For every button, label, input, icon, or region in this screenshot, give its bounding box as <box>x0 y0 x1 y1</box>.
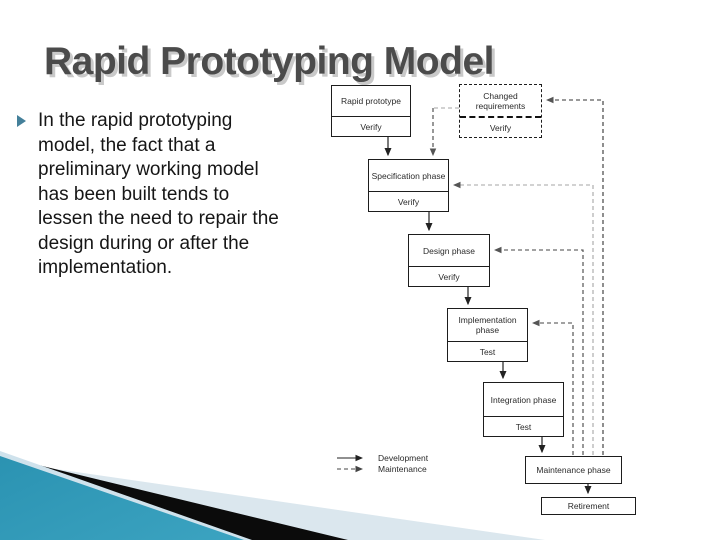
box-specification-phase-label: Specification phase <box>371 170 446 181</box>
box-integration-phase: Integration phase Test <box>483 382 564 437</box>
diagram-legend: Development Maintenance <box>336 452 428 474</box>
box-rapid-prototype-verify: Verify <box>332 116 410 136</box>
page-title: Rapid Prototyping Model <box>44 40 494 83</box>
box-maintenance-phase: Maintenance phase <box>525 456 622 484</box>
feedback-to-specification <box>452 181 594 455</box>
box-rapid-prototype-label: Rapid prototype <box>340 96 401 106</box>
feedback-to-changed-requirements <box>545 96 604 455</box>
box-specification-phase-verify: Verify <box>369 191 448 211</box>
box-design-phase-verify: Verify <box>409 266 489 286</box>
bullet-text-line: model, the fact that a <box>38 134 216 156</box>
box-changed-requirements-verify: Verify <box>460 116 541 137</box>
feedback-to-design <box>493 246 584 455</box>
box-design-phase-label: Design phase <box>423 245 475 256</box>
box-maintenance-phase-label: Maintenance phase <box>536 465 611 475</box>
box-design-phase: Design phase Verify <box>408 234 490 287</box>
bullet-text-line: design during or after the <box>38 232 250 254</box>
bullet-text-line: In the rapid prototyping <box>38 110 233 131</box>
legend-maintenance-label: Maintenance <box>378 463 427 474</box>
box-implementation-phase-label: Implementation phase <box>458 315 517 335</box>
box-implementation-phase-test: Test <box>448 341 527 361</box>
bullet-text: In the rapid prototyping model, the fact… <box>38 109 328 281</box>
bullet-text-line: has been built tends to <box>38 183 230 205</box>
box-rapid-prototype: Rapid prototype Verify <box>331 85 411 137</box>
legend-dashed-arrow-icon <box>337 465 364 472</box>
legend-development-row: Development <box>336 452 428 463</box>
box-retirement: Retirement <box>541 497 636 515</box>
legend-solid-arrow-icon <box>337 454 364 461</box>
legend-maintenance-row: Maintenance <box>336 463 428 474</box>
box-changed-requirements-label: Changed requirements <box>475 90 526 111</box>
bullet-text-line: preliminary working model <box>38 159 259 180</box>
bullet-text-line: lessen the need to repair the <box>38 208 279 229</box>
feedback-to-implementation <box>531 319 574 455</box>
box-implementation-phase: Implementation phase Test <box>447 308 528 362</box>
bullet-text-line: implementation. <box>38 257 173 278</box>
bullet-icon <box>17 115 26 127</box>
box-changed-requirements: Changed requirements Verify <box>459 84 542 138</box>
box-retirement-label: Retirement <box>567 501 610 511</box>
box-integration-phase-test: Test <box>484 416 563 436</box>
box-integration-phase-label: Integration phase <box>490 394 557 405</box>
box-specification-phase: Specification phase Verify <box>368 159 449 212</box>
legend-development-label: Development <box>378 452 429 463</box>
